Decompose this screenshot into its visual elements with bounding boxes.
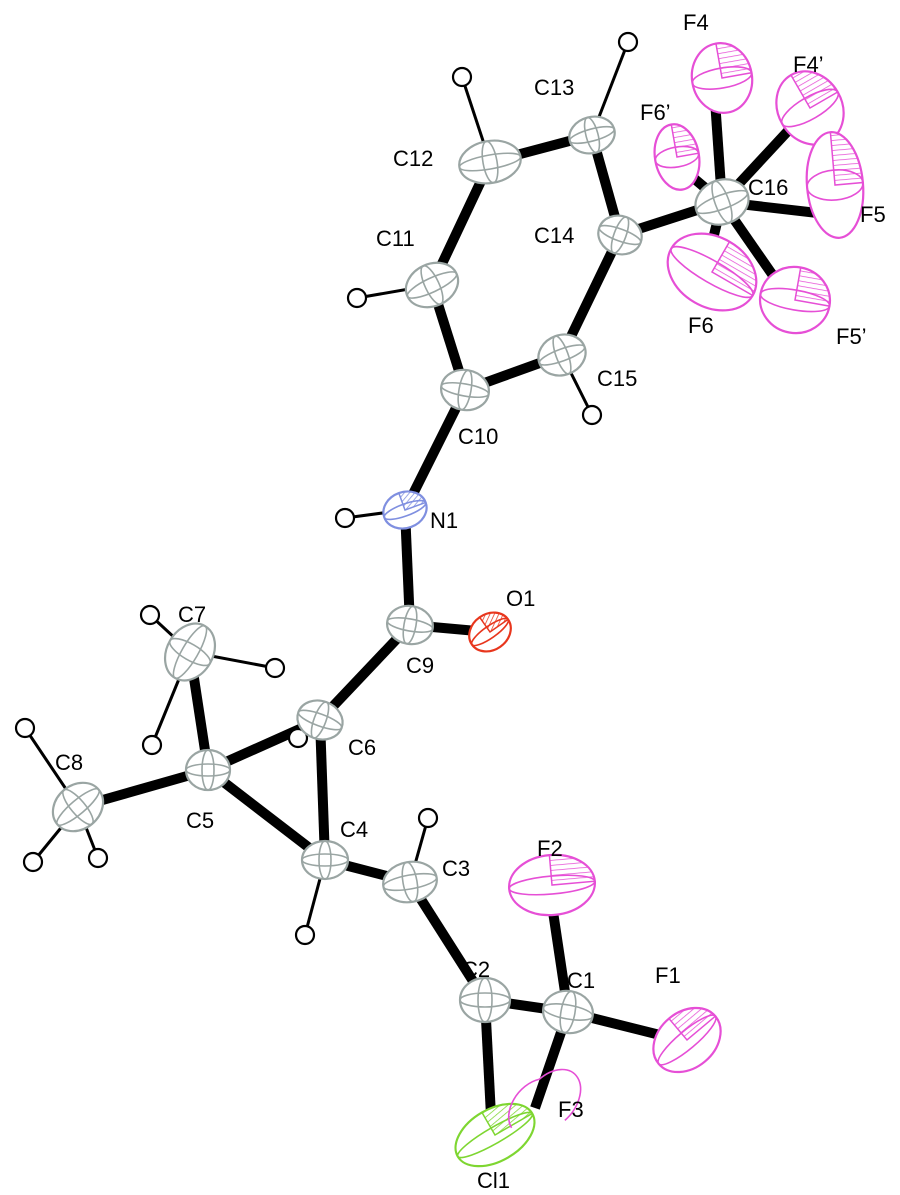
label-c10: C10 [458, 424, 498, 449]
atom-c5 [184, 748, 232, 792]
hydrogen-atom [334, 507, 356, 529]
atom-c6 [296, 699, 344, 741]
hydrogen-atom [346, 287, 368, 309]
atom-c2 [458, 976, 512, 1024]
label-f6: F6 [688, 313, 714, 338]
hydrogen-atom [617, 31, 639, 53]
hydrogen-atoms [14, 31, 639, 946]
label-cl1: Cl1 [477, 1168, 510, 1193]
label-c5: C5 [186, 808, 214, 833]
label-n1: N1 [430, 508, 458, 533]
atom-c15 [537, 333, 587, 377]
label-c1: C1 [567, 968, 595, 993]
hydrogen-atom [22, 851, 44, 873]
nitrogen-atoms [382, 490, 428, 530]
atom-f3 [507, 1068, 582, 1129]
label-c15: C15 [597, 366, 637, 391]
label-f1: F1 [655, 963, 681, 988]
atom-c1 [542, 989, 594, 1035]
atom-f6p [653, 123, 701, 191]
label-f4: F4 [683, 10, 709, 35]
chlorine-atoms [454, 1102, 536, 1168]
label-c7: C7 [178, 602, 206, 627]
atom-o1 [468, 611, 512, 653]
label-f6p: F6’ [640, 100, 671, 125]
hydrogen-atom [294, 924, 316, 946]
hydrogen-atom [139, 604, 161, 626]
label-c8: C8 [55, 750, 83, 775]
atom-f2 [507, 853, 597, 917]
label-f4p: F4’ [793, 52, 824, 77]
atom-c8 [51, 781, 105, 833]
hydrogen-atom [417, 807, 439, 829]
atom-cl1 [454, 1102, 536, 1168]
atom-f6 [666, 232, 758, 312]
atom-f5 [805, 131, 865, 239]
hydrogen-atom [87, 847, 109, 869]
hydrogen-atom [287, 727, 309, 749]
atom-c13 [568, 115, 616, 155]
atom-labels: C13 C12 C11 C14 C16 C10 C15 N1 O1 C9 C7 … [55, 10, 886, 1193]
atom-c12 [458, 139, 522, 185]
label-f2: F2 [537, 836, 563, 861]
bond-c6-c4 [315, 719, 330, 861]
atom-c4 [300, 839, 350, 881]
label-c3: C3 [442, 856, 470, 881]
label-c9: C9 [406, 653, 434, 678]
atom-f5p [758, 265, 832, 335]
label-o1: O1 [506, 586, 535, 611]
label-c16: C16 [748, 175, 788, 200]
atom-f1 [652, 1006, 722, 1074]
bond-c5-c4 [204, 766, 329, 864]
hydrogen-atom [581, 404, 603, 426]
hydrogen-atom [451, 66, 473, 88]
hydrogen-atom [264, 657, 286, 679]
atom-c3 [382, 860, 438, 904]
label-c6: C6 [348, 735, 376, 760]
label-c13: C13 [534, 75, 574, 100]
label-c14: C14 [534, 223, 574, 248]
bond-c9-c6 [316, 621, 414, 724]
atom-c14 [597, 214, 643, 256]
label-c11: C11 [376, 226, 415, 251]
atom-f4p [775, 70, 845, 146]
atom-c9 [386, 604, 434, 646]
label-c12: C12 [393, 146, 433, 171]
hydrogen-atom [141, 734, 163, 756]
atom-c10 [440, 368, 490, 412]
label-c4: C4 [340, 817, 368, 842]
label-f3: F3 [558, 1097, 584, 1122]
fluorine-atoms [507, 42, 865, 1129]
atom-n1 [382, 490, 428, 530]
atom-c7 [163, 622, 217, 682]
label-f5: F5 [860, 202, 886, 227]
atom-c16 [694, 178, 750, 226]
atom-f4 [690, 42, 754, 114]
label-f5p: F5’ [836, 324, 867, 349]
label-c2: C2 [462, 957, 490, 982]
bond-c10-n1 [400, 387, 470, 513]
oxygen-atoms [468, 611, 512, 653]
hydrogen-atom [14, 717, 36, 739]
carbon-atoms [51, 115, 750, 1035]
atom-c11 [404, 261, 460, 309]
